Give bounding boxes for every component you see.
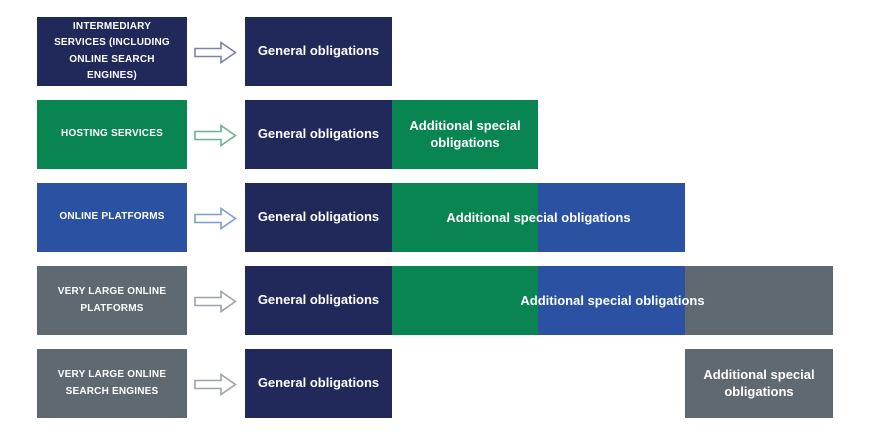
general-obligations-label: General obligations (257, 126, 380, 142)
general-obligations-label: General obligations (257, 292, 380, 308)
category-box-online-platforms: ONLINE PLATFORMS (37, 183, 187, 252)
right-arrow-icon (194, 289, 237, 313)
additional-special-obligations-box-hosting: Additional special obligations (392, 100, 538, 169)
additional-obligations-segment-green (392, 183, 538, 252)
additional-obligations-segment-blue (538, 266, 685, 335)
general-obligations-box: General obligations (245, 100, 392, 169)
category-label: HOSTING SERVICES (61, 128, 163, 140)
general-obligations-box: General obligations (245, 349, 392, 418)
category-label: VERY LARGE ONLINE SEARCH ENGINES (57, 369, 167, 397)
category-box-hosting-services: HOSTING SERVICES (37, 100, 187, 169)
category-label: INTERMEDIARY SERVICES (INCLUDING ONLINE … (54, 20, 170, 82)
additional-obligations-segment-gray (685, 266, 833, 335)
general-obligations-label: General obligations (257, 375, 380, 391)
general-obligations-label: General obligations (257, 209, 380, 225)
category-box-intermediary-services: INTERMEDIARY SERVICES (INCLUDING ONLINE … (37, 17, 187, 86)
right-arrow-icon (194, 206, 237, 230)
additional-obligations-segment-green (392, 266, 538, 335)
category-label: VERY LARGE ONLINE PLATFORMS (57, 286, 167, 314)
additional-special-obligations-label: Additional special obligations (703, 367, 815, 399)
category-box-very-large-online-platforms: VERY LARGE ONLINE PLATFORMS (37, 266, 187, 335)
right-arrow-icon (194, 40, 237, 64)
category-box-very-large-online-search-engines: VERY LARGE ONLINE SEARCH ENGINES (37, 349, 187, 418)
right-arrow-icon (194, 372, 237, 396)
general-obligations-label: General obligations (257, 43, 380, 59)
additional-special-obligations-box-vlose: Additional special obligations (685, 349, 833, 418)
general-obligations-box: General obligations (245, 183, 392, 252)
additional-special-obligations-label: Additional special obligations (409, 118, 521, 150)
right-arrow-icon (194, 123, 237, 147)
general-obligations-box: General obligations (245, 17, 392, 86)
general-obligations-box: General obligations (245, 266, 392, 335)
additional-obligations-segment-blue (538, 183, 685, 252)
category-label: ONLINE PLATFORMS (59, 211, 165, 223)
